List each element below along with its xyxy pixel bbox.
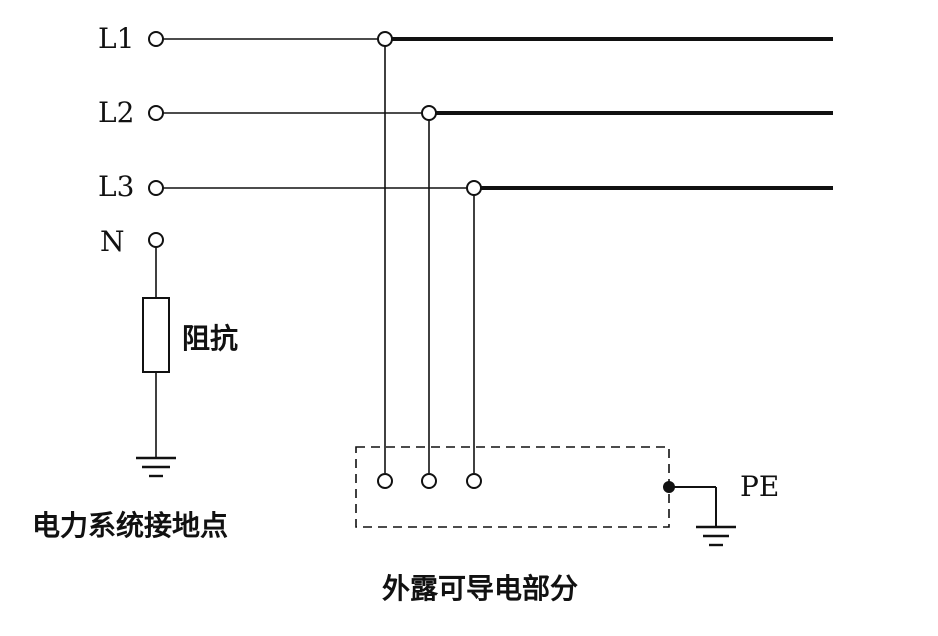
impedance-element [142,297,170,373]
terminal-node-l3 [148,180,164,196]
system-ground-label: 电力系统接地点 [32,509,228,542]
exposed-part-label: 外露可导电部分 [382,572,578,605]
terminal-label-l1: L1 [98,22,134,55]
terminal-node-l1 [148,31,164,47]
pe-label: PE [740,470,779,503]
terminal-node-l2 [148,105,164,121]
impedance-label: 阻抗 [182,322,238,355]
pe-ground-icon [696,525,736,547]
equipment-terminal-3 [466,473,482,489]
junction-node-l3 [466,180,482,196]
terminal-node-n [148,232,164,248]
junction-node-l1 [377,31,393,47]
neutral-impedance-branch [142,247,170,458]
exposed-part-enclosure [355,446,670,528]
junction-node-l2 [421,105,437,121]
equipment-terminal-2 [421,473,437,489]
terminal-label-n: N [100,225,125,258]
terminal-label-l2: L2 [98,96,134,129]
system-ground-icon [136,456,176,478]
terminal-label-l3: L3 [98,170,134,203]
pe-conductor [663,481,717,527]
equipment-terminal-1 [377,473,393,489]
